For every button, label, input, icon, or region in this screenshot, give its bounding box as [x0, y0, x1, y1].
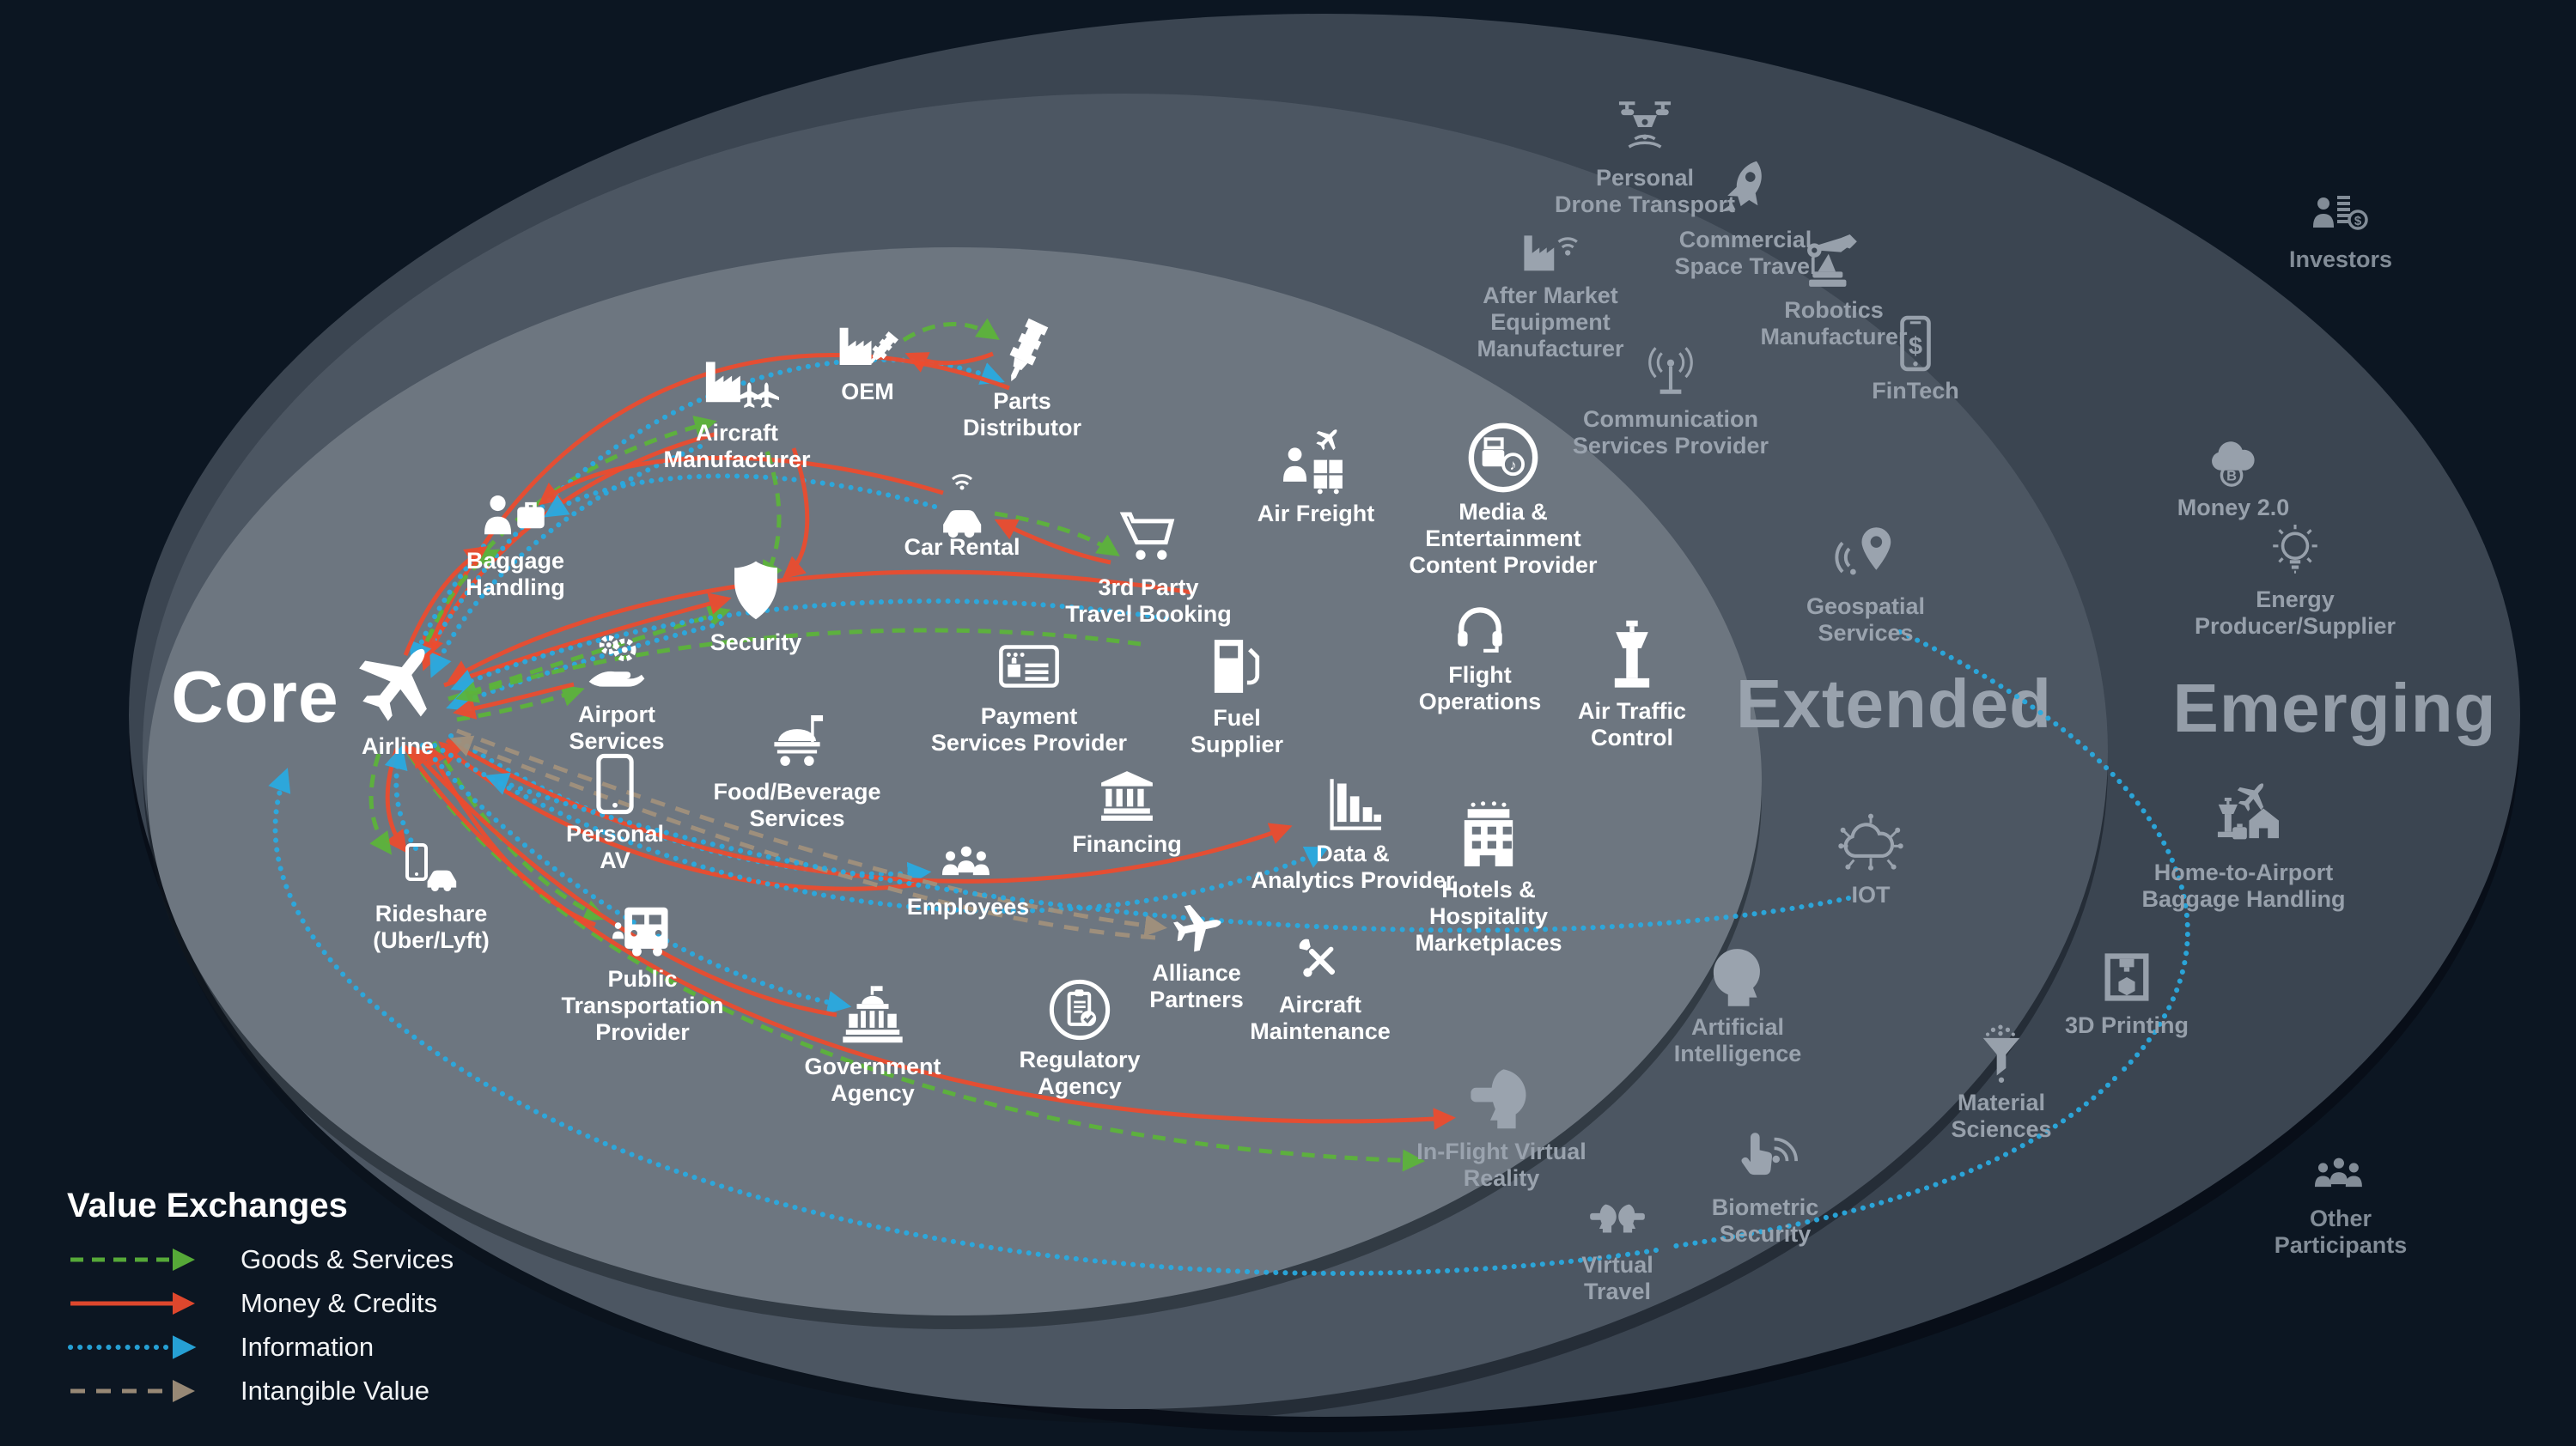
legend-label: Intangible Value	[241, 1376, 430, 1406]
legend-label: Goods & Services	[241, 1244, 454, 1274]
legend-label: Information	[241, 1332, 375, 1362]
emerging-ring-label: Emerging	[2172, 670, 2497, 746]
money-credits-arrow-icon	[70, 1292, 196, 1315]
legend-item-money: Money & Credits	[67, 1286, 454, 1321]
core-ring-label: Core	[171, 656, 339, 738]
intangible-value-arrow-icon	[70, 1380, 196, 1403]
goods-services-arrow-icon	[70, 1249, 196, 1272]
legend-label: Money & Credits	[241, 1288, 438, 1318]
legend-item-goods: Goods & Services	[67, 1242, 454, 1277]
information-arrow-icon	[68, 1335, 197, 1359]
legend-item-intangible: Intangible Value	[67, 1374, 454, 1408]
extended-ring-label: Extended	[1735, 665, 2053, 742]
legend-item-information: Information	[67, 1330, 454, 1364]
legend: Value Exchanges Goods & Services Money &…	[67, 1187, 454, 1418]
legend-title: Value Exchanges	[67, 1187, 348, 1224]
